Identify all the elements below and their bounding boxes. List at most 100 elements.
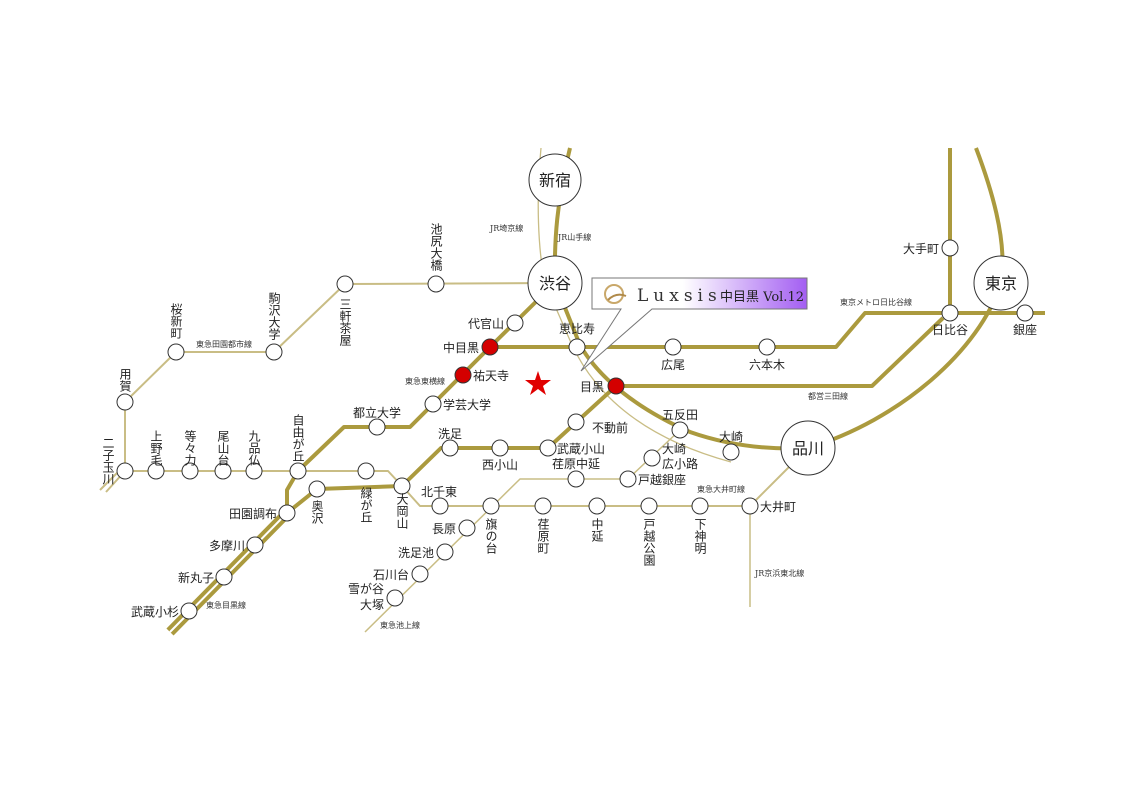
station-marker[interactable] bbox=[722, 443, 740, 461]
station-tamagawa[interactable]: 多摩川 bbox=[209, 536, 264, 554]
station-marker[interactable] bbox=[1016, 304, 1034, 322]
station-shibuya[interactable]: 渋谷 bbox=[527, 255, 583, 311]
station-nakameguro[interactable]: 中目黒 bbox=[443, 338, 499, 356]
station-marker[interactable] bbox=[431, 497, 449, 515]
station-marker[interactable] bbox=[640, 497, 658, 515]
station-marker[interactable] bbox=[368, 418, 386, 436]
station-nakanobu[interactable]: 中延 bbox=[588, 497, 606, 543]
station-sangenjaya[interactable]: 三軒茶屋 bbox=[336, 275, 354, 347]
highlighted-station-marker[interactable] bbox=[607, 377, 625, 395]
station-daikanyama[interactable]: 代官山 bbox=[468, 314, 524, 332]
station-ikejiriohashi[interactable]: 池尻大橋 bbox=[427, 223, 445, 293]
station-shinmaruko[interactable]: 新丸子 bbox=[178, 568, 233, 586]
station-marker[interactable] bbox=[336, 275, 354, 293]
station-marker[interactable] bbox=[308, 480, 326, 498]
station-marker[interactable] bbox=[147, 462, 165, 480]
station-marker[interactable] bbox=[691, 497, 709, 515]
station-marker[interactable] bbox=[441, 439, 459, 457]
station-marker[interactable] bbox=[973, 255, 1029, 311]
station-toritsudaigaku[interactable]: 都立大学 bbox=[353, 405, 401, 436]
station-komazawadaigaku[interactable]: 駒沢大学 bbox=[265, 292, 283, 361]
station-sakurashinmachi[interactable]: 桜新町 bbox=[167, 303, 185, 361]
station-marker[interactable] bbox=[567, 470, 585, 488]
station-yoga[interactable]: 用賀 bbox=[116, 368, 134, 411]
station-denenchofu[interactable]: 田園調布 bbox=[229, 504, 296, 522]
station-marker[interactable] bbox=[289, 462, 307, 480]
station-hatanodai[interactable]: 旗の台 bbox=[482, 497, 500, 554]
station-yutenji[interactable]: 祐天寺 bbox=[454, 366, 509, 384]
station-marker[interactable] bbox=[214, 462, 232, 480]
highlighted-station-marker[interactable] bbox=[454, 366, 472, 384]
station-marker[interactable] bbox=[491, 439, 509, 457]
station-marker[interactable] bbox=[780, 420, 836, 476]
station-marker[interactable] bbox=[265, 343, 283, 361]
station-nishikoyama[interactable]: 西小山 bbox=[482, 439, 518, 472]
station-marker[interactable] bbox=[424, 395, 442, 413]
station-hibiya[interactable]: 日比谷 bbox=[932, 304, 968, 337]
station-marker[interactable] bbox=[427, 275, 445, 293]
station-marker[interactable] bbox=[116, 462, 134, 480]
station-marker[interactable] bbox=[506, 314, 524, 332]
station-jiyugaoka[interactable]: 自由が丘 bbox=[289, 414, 307, 480]
station-okusawa[interactable]: 奥沢 bbox=[308, 480, 326, 525]
highlighted-station-marker[interactable] bbox=[481, 338, 499, 356]
station-kaminoge[interactable]: 上野毛 bbox=[147, 430, 165, 480]
station-kuhonbutsu[interactable]: 九品仏 bbox=[245, 430, 263, 480]
station-ginza[interactable]: 銀座 bbox=[1013, 304, 1037, 337]
station-futakotamagawa[interactable]: 二子玉川 bbox=[101, 437, 134, 485]
station-gotanda[interactable]: 五反田 bbox=[662, 408, 698, 439]
station-marker[interactable] bbox=[643, 449, 661, 467]
station-kitasenzoku[interactable]: 北千東 bbox=[421, 485, 457, 515]
station-marker[interactable] bbox=[246, 536, 264, 554]
station-meguro[interactable]: 目黒 bbox=[580, 377, 625, 395]
station-marker[interactable] bbox=[436, 543, 454, 561]
station-marker[interactable] bbox=[619, 470, 637, 488]
station-marker[interactable] bbox=[458, 519, 476, 537]
station-gakugeidaigaku[interactable]: 学芸大学 bbox=[424, 395, 491, 413]
station-fudomae[interactable]: 不動前 bbox=[567, 413, 628, 435]
station-marker[interactable] bbox=[567, 413, 585, 431]
station-marker[interactable] bbox=[245, 462, 263, 480]
station-marker[interactable] bbox=[527, 255, 583, 311]
station-marker[interactable] bbox=[664, 338, 682, 356]
station-shinjuku[interactable]: 新宿 bbox=[528, 153, 582, 207]
station-musashikoyama[interactable]: 武蔵小山 bbox=[539, 439, 605, 457]
station-ebaranakanobu[interactable]: 荏原中延 bbox=[552, 456, 600, 488]
station-marker[interactable] bbox=[941, 239, 959, 257]
station-hiroo[interactable]: 広尾 bbox=[661, 338, 685, 372]
station-marker[interactable] bbox=[568, 338, 586, 356]
station-midorigaoka[interactable]: 緑が丘 bbox=[357, 462, 375, 523]
station-oyamadai[interactable]: 尾山台 bbox=[214, 430, 232, 480]
station-oimachi[interactable]: 大井町 bbox=[741, 497, 796, 515]
station-marker[interactable] bbox=[180, 602, 198, 620]
station-togoshikoen[interactable]: 戸越公園 bbox=[640, 497, 658, 566]
station-marker[interactable] bbox=[528, 153, 582, 207]
station-marker[interactable] bbox=[181, 462, 199, 480]
station-marker[interactable] bbox=[116, 393, 134, 411]
station-shinagawa[interactable]: 品川 bbox=[780, 420, 836, 476]
station-marker[interactable] bbox=[671, 421, 689, 439]
station-osaki[interactable]: 大崎 bbox=[719, 430, 743, 461]
station-ebaramachi[interactable]: 荏原町 bbox=[534, 497, 552, 554]
station-marker[interactable] bbox=[278, 504, 296, 522]
station-marker[interactable] bbox=[215, 568, 233, 586]
station-senzoku[interactable]: 洗足 bbox=[438, 427, 462, 457]
station-senzokuike[interactable]: 洗足池 bbox=[398, 543, 454, 561]
station-roppongi[interactable]: 六本木 bbox=[749, 338, 785, 372]
station-marker[interactable] bbox=[167, 343, 185, 361]
station-nagahara[interactable]: 長原 bbox=[432, 519, 476, 537]
station-marker[interactable] bbox=[482, 497, 500, 515]
station-marker[interactable] bbox=[539, 439, 557, 457]
station-tokyo[interactable]: 東京 bbox=[973, 255, 1029, 311]
station-marker[interactable] bbox=[588, 497, 606, 515]
station-marker[interactable] bbox=[386, 589, 404, 607]
station-marker[interactable] bbox=[534, 497, 552, 515]
station-togoshiginza[interactable]: 戸越銀座 bbox=[619, 470, 686, 488]
station-ebisu[interactable]: 恵比寿 bbox=[559, 322, 595, 356]
station-marker[interactable] bbox=[393, 477, 411, 495]
station-marker[interactable] bbox=[357, 462, 375, 480]
station-marker[interactable] bbox=[741, 497, 759, 515]
station-marker[interactable] bbox=[758, 338, 776, 356]
